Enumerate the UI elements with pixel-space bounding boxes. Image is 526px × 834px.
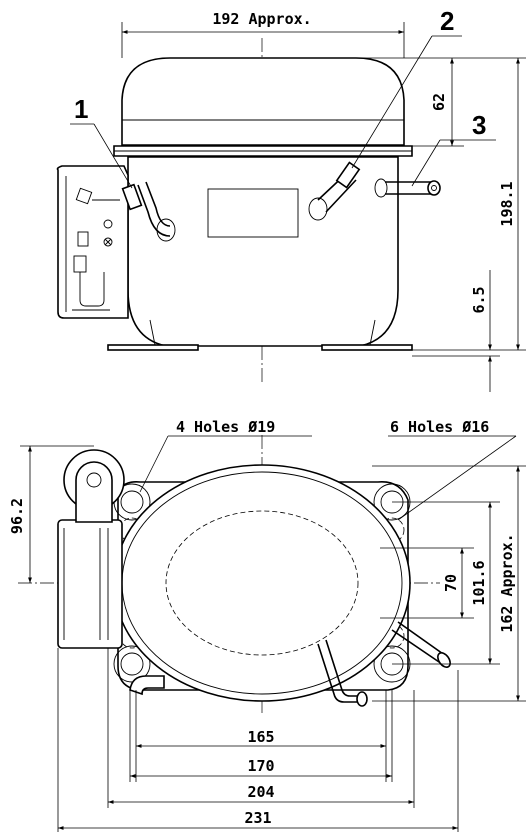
electrical-box [56,165,129,319]
width-165-label: 165 [247,728,274,746]
height-62-label: 62 [430,93,448,111]
foot-plate-left [107,344,199,351]
compressor-dome [121,57,405,146]
holes-16-label: 6 Holes Ø16 [390,418,489,436]
width-204-label: 204 [247,783,274,801]
height-70-label: 70 [442,574,460,592]
callout-1: 1 [74,94,88,124]
width-170-label: 170 [247,757,274,775]
height-198-label: 198.1 [498,181,516,226]
width-231-label: 231 [244,809,271,827]
fitting-3 [374,178,441,198]
tubes-top [129,621,451,707]
fitting-1 [121,181,176,242]
callout-3: 3 [472,110,486,140]
height-162-label: 162 Approx. [498,533,516,632]
top-view: 4 Holes Ø19 6 Holes Ø16 96.2 70 101.6 16… [8,418,526,832]
height-6-5-label: 6.5 [470,286,488,313]
fitting-2 [308,161,361,221]
height-101-label: 101.6 [470,560,488,605]
foot-plate-right [321,344,413,351]
callout-2: 2 [440,6,454,36]
nameplate [207,188,299,238]
compressor-body-top [113,464,411,702]
compressor-lower-housing [127,156,399,347]
front-view: 192 Approx. 62 198.1 6.5 1 2 3 [56,6,526,392]
width-192-label: 192 Approx. [212,10,311,28]
terminal-box-top [57,449,125,649]
height-96-label: 96.2 [8,498,26,534]
holes-19-label: 4 Holes Ø19 [176,418,275,436]
